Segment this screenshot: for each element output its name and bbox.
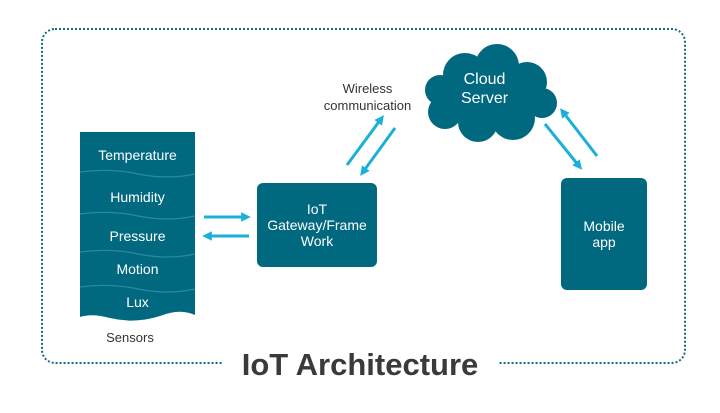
arrow-cloud-to-mobile <box>543 123 583 170</box>
arrow-mobile-to-cloud <box>560 108 599 157</box>
arrow-cloud-to-gateway <box>360 127 397 176</box>
sensor-stack <box>80 132 195 321</box>
sensor-lux: Lux <box>126 294 149 310</box>
title-mask <box>222 343 498 387</box>
mobile-app-box: Mobile app <box>561 178 647 290</box>
sensor-motion: Motion <box>116 261 159 277</box>
sensor-humidity: Humidity <box>110 189 165 205</box>
sensors-caption: Sensors <box>106 330 154 345</box>
mobile-app-label: Mobile app <box>583 218 625 250</box>
sensor-pressure: Pressure <box>109 228 166 244</box>
sensor-temperature: Temperature <box>98 147 177 163</box>
wireless-communication-label: Wireless communication <box>323 81 412 113</box>
diagram-title: IoT Architecture <box>241 347 479 382</box>
iot-gateway-label: IoT Gateway/Frame Work <box>267 201 367 249</box>
cloud-server-label: Cloud Server <box>460 71 509 107</box>
arrow-gateway-to-cloud <box>345 115 384 166</box>
iot-gateway-box: IoT Gateway/Frame Work <box>257 183 377 267</box>
